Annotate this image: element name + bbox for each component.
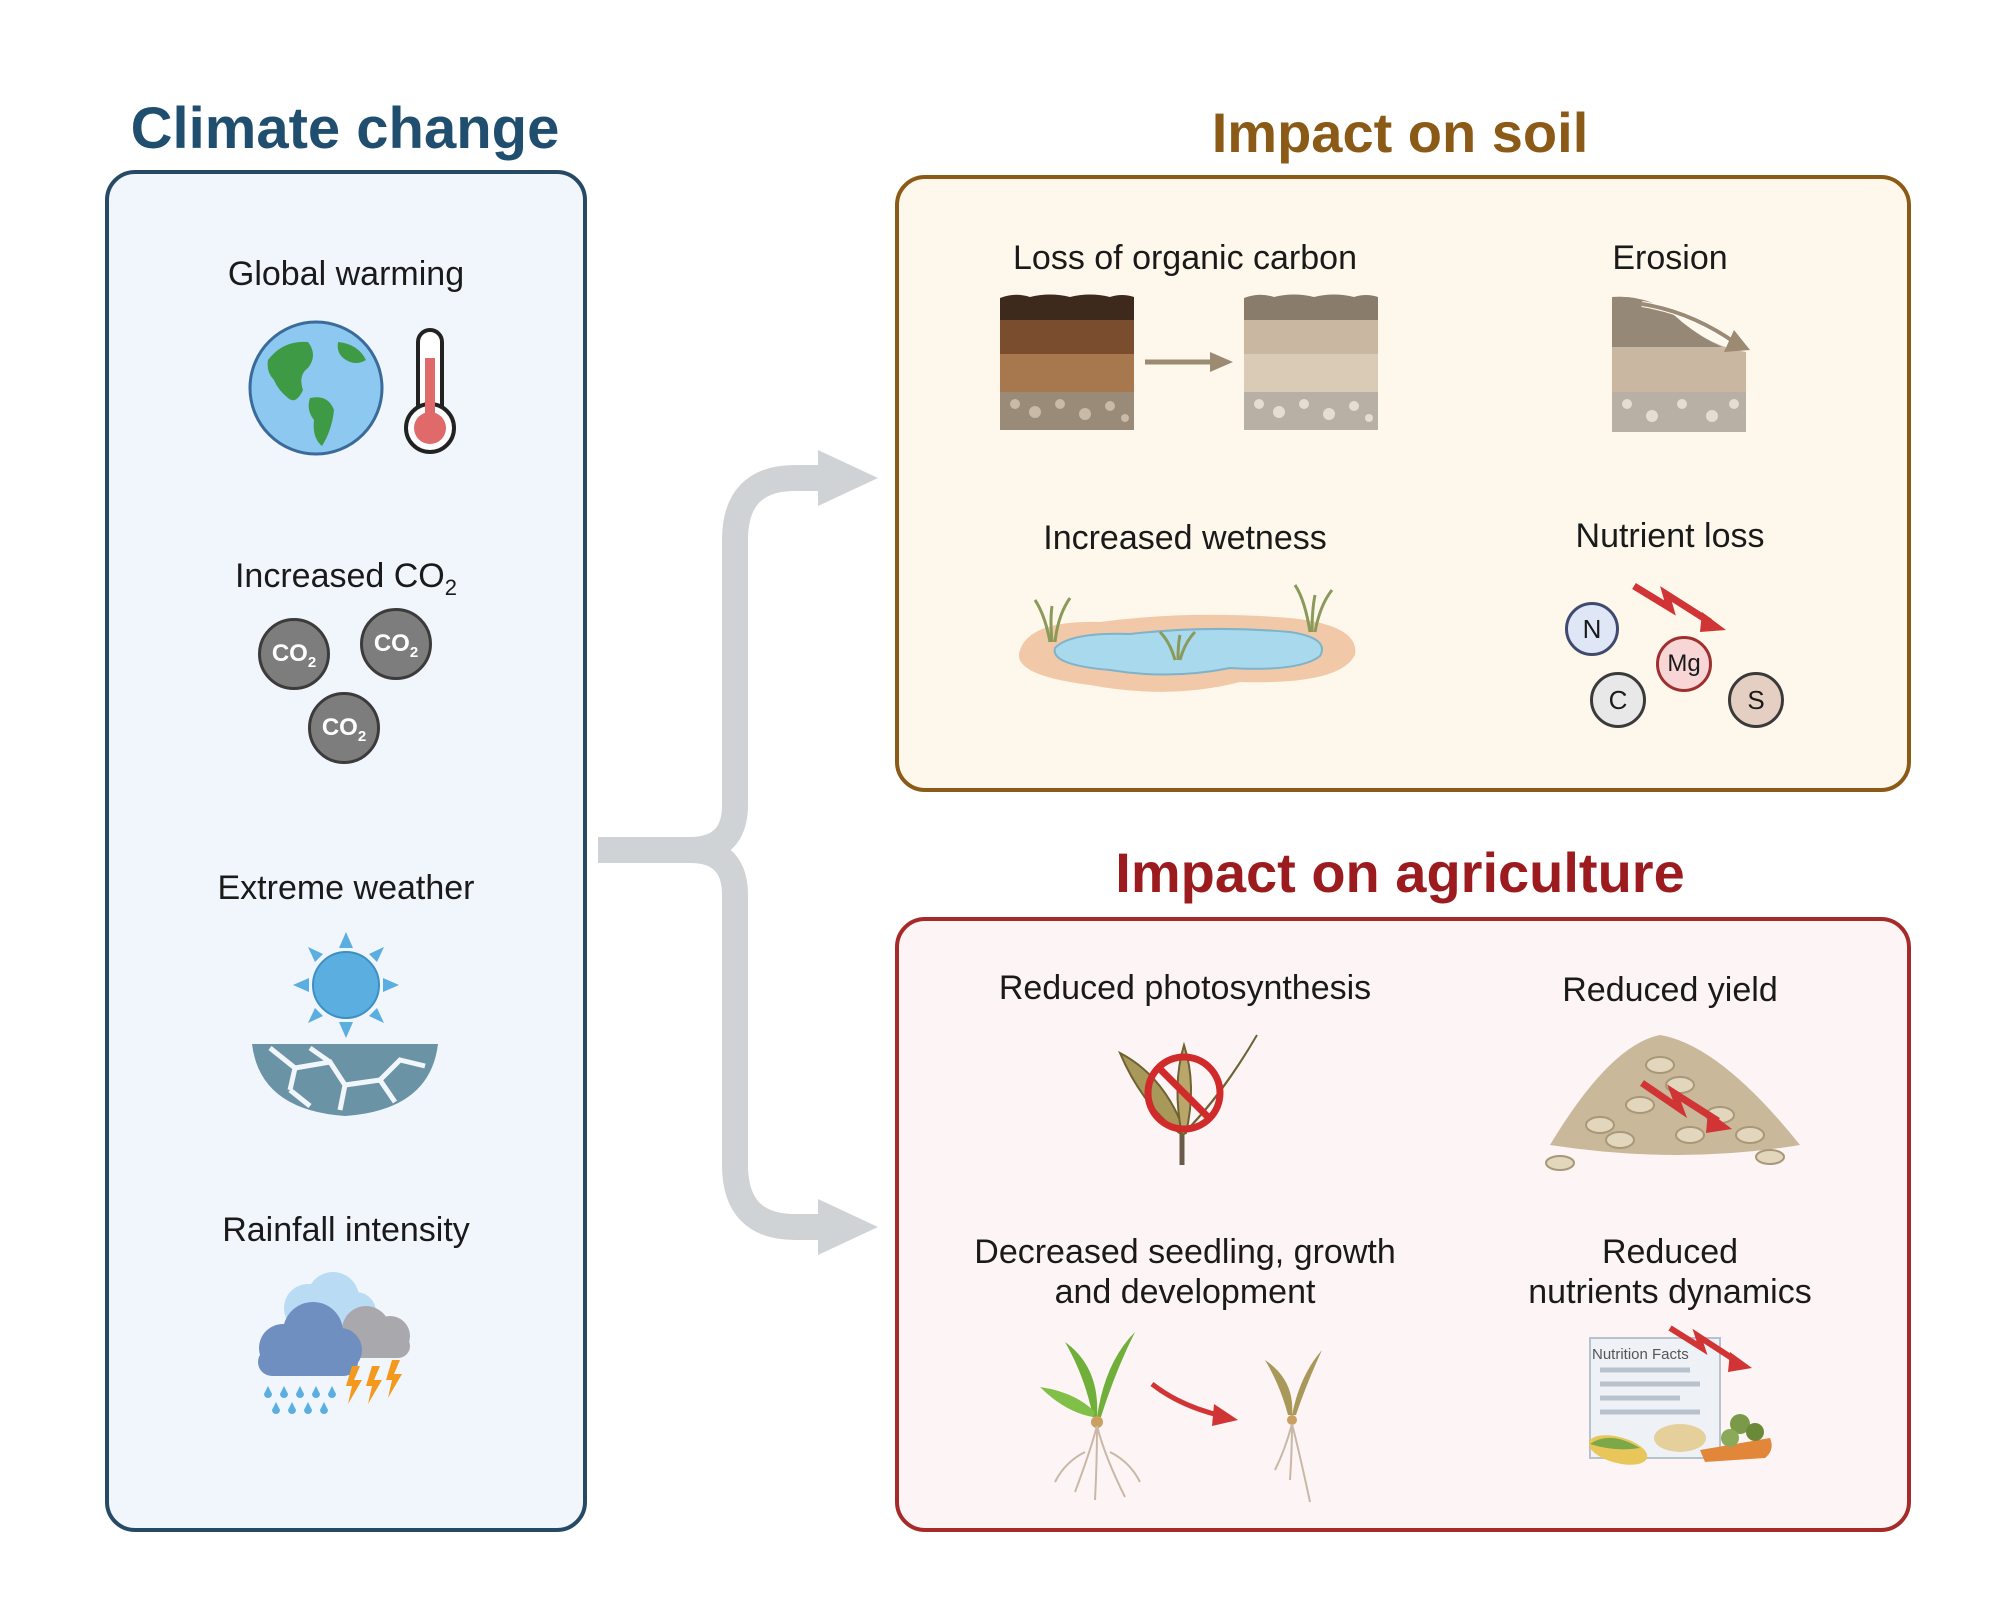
growth-decline-arrow	[1150, 1382, 1238, 1426]
globe-icon	[248, 320, 384, 456]
label-nutrient-loss: Nutrient loss	[1575, 517, 1765, 555]
label-erosion: Erosion	[1612, 239, 1728, 277]
co2-molecule-icon: CO2	[308, 692, 380, 764]
arrow-head-soil	[818, 450, 878, 506]
label-reduced-nutrients-line1: Reduced	[1601, 1233, 1739, 1271]
label-decreased-seedling-line1: Decreased seedling, growth	[974, 1233, 1396, 1271]
co2-molecule-icon: CO2	[258, 618, 330, 690]
label-global-warming: Global warming	[227, 255, 465, 293]
label-reduced-photosynthesis: Reduced photosynthesis	[998, 969, 1372, 1007]
impact-on-agriculture-title: Impact on agriculture	[1115, 841, 1685, 904]
thermometer-icon	[404, 328, 456, 454]
sun-icon	[293, 932, 399, 1038]
increased-co2-subscript: 2	[444, 574, 457, 600]
label-loss-of-organic-carbon: Loss of organic carbon	[1013, 239, 1357, 277]
label-reduced-yield: Reduced yield	[1562, 971, 1778, 1009]
climate-change-title: Climate change	[130, 96, 560, 161]
stunted-seedling-icon	[1265, 1350, 1322, 1503]
nutrient-decline-arrow-icon	[1632, 583, 1726, 632]
no-photosynthesis-plant-icon	[1117, 1034, 1258, 1165]
nutrient-sulfur-badge: S	[1728, 672, 1784, 728]
grain-pile-icon	[1545, 1035, 1800, 1171]
nutrient-nitrogen-badge: N	[1565, 602, 1619, 656]
increased-co2-text: Increased CO	[234, 557, 445, 595]
impact-on-soil-title: Impact on soil	[1211, 101, 1589, 164]
soil-profile-rich-icon	[1000, 294, 1134, 430]
label-increased-wetness: Increased wetness	[1043, 519, 1327, 557]
label-reduced-nutrients-line2: nutrients dynamics	[1528, 1273, 1812, 1311]
label-decreased-seedling-line2: and development	[1054, 1273, 1316, 1311]
soil-erosion-icon	[1612, 296, 1750, 432]
nutrient-magnesium-badge: Mg	[1656, 636, 1712, 692]
label-rainfall-intensity: Rainfall intensity	[222, 1211, 470, 1249]
storm-cloud-icon	[258, 1272, 410, 1414]
cracked-ground-icon	[252, 1044, 438, 1116]
soil-carbon-loss-arrow	[1145, 352, 1233, 372]
soil-profile-depleted-icon	[1244, 294, 1378, 430]
co2-molecule-icon: CO2	[360, 608, 432, 680]
label-increased-co2: Increased CO2	[105, 556, 587, 608]
nutrient-carbon-badge: C	[1590, 672, 1646, 728]
label-extreme-weather: Extreme weather	[217, 869, 475, 907]
nutrition-facts-icon	[1588, 1325, 1772, 1465]
healthy-seedling-icon	[1040, 1332, 1141, 1501]
nutrition-facts-label: Nutrition Facts	[1592, 1346, 1689, 1363]
arrow-head-agriculture	[818, 1199, 878, 1255]
pond-icon	[1018, 584, 1356, 692]
